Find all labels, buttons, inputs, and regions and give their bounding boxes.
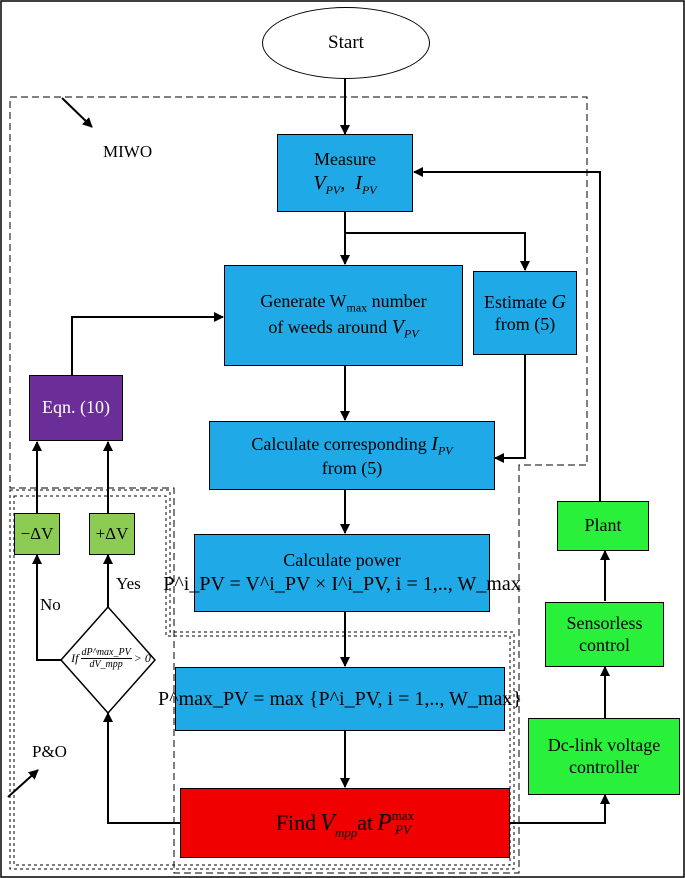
calc-current-line2: from (5) [321,457,383,478]
po-label: P&O [32,742,67,761]
vmpp-subscript: mpp [334,825,358,841]
max-power-formula: P^max_PV = max {P^i_PV, i = 1,.., W_max} [158,688,522,710]
arrow-find-dclink [510,794,610,824]
calc-current-line1: Calculate corresponding IPV [251,432,452,458]
no-label: No [40,595,61,614]
vpv-symbol: V [391,315,404,338]
yes-label: Yes [116,574,141,593]
generate-line2: of weeds around VPV [268,315,418,341]
vpv-symbol: V [313,171,326,194]
power-formula: P^i_PV = V^i_PV × I^i_PV, i = 1,.., W_ma… [163,572,521,595]
p-symbol: P [377,809,392,836]
po-region-inner [13,495,511,866]
ipv-subscript: PV [437,443,453,458]
calc-current-box: Calculate corresponding IPV from (5) [209,421,495,490]
po-region-outer [9,489,515,870]
arrow-plant-measure [413,167,601,501]
measure-title: Measure [314,149,376,169]
decision-condition: If dP^max_PV dV_mpp > 0 [66,638,156,678]
ipv-subscript: PV [361,182,377,197]
start-terminal: Start [262,7,430,79]
miwo-pointer-arrow [61,97,93,128]
ppv-scripts: max PV [391,807,415,838]
measure-box: Measure VPV, IPV [277,134,413,212]
decision-prefix: If [71,650,79,665]
estimate-text: Estimate [484,292,552,313]
find-text: Find [275,809,317,835]
plus-delta-v-box: +ΔV [89,513,135,555]
generate-text-c: of weeds around [268,316,392,337]
decision-fraction: dP^max_PV dV_mpp [80,646,132,670]
dclink-line2: controller [569,756,639,777]
ppv-superscript: max [391,807,415,823]
sensorless-control-box: Sensorless control [545,602,664,667]
vpv-subscript: PV [325,182,341,197]
decision-numerator: dP^max_PV [80,646,132,659]
sensorless-line2: control [579,634,630,655]
dclink-line1: Dc-link voltage [547,734,661,755]
ppv-subscript: PV [395,822,411,837]
arrow-find-decision [103,712,180,824]
estimate-line1: Estimate G [484,290,566,314]
arrow-measure-estimate [345,232,530,271]
minus-delta-v-box: −ΔV [14,513,60,555]
po-pointer-arrow [7,769,39,798]
ipv-symbol: I [355,171,362,194]
calc-power-title: Calculate power [283,550,401,571]
decision-suffix: > 0 [133,650,151,665]
arrow-estimate-calccurrent [494,355,526,463]
miwo-region [9,96,588,874]
measure-variables: VPV, IPV [313,171,377,197]
eqn-10-box: Eqn. (10) [29,375,123,441]
find-at-text: at [357,809,374,835]
max-power-box: P^max_PV = max {P^i_PV, i = 1,.., W_max} [158,667,522,731]
dclink-controller-box: Dc-link voltage controller [528,718,680,795]
g-symbol: G [551,291,566,314]
calc-current-text: Calculate corresponding [251,433,432,454]
arrow-decision-minusdv [32,554,64,661]
vpv-subscript: PV [404,326,419,341]
generate-text-a: Generate W [260,290,347,311]
calc-power-box: Calculate power P^i_PV = V^i_PV × I^i_PV… [163,534,521,612]
generate-text-b: number [367,290,427,311]
decision-denominator: dV_mpp [89,658,123,670]
estimate-g-box: Estimate G from (5) [473,271,577,355]
wmax-subscript: max [346,300,368,315]
generate-weeds-box: Generate Wmax number of weeds around VPV [224,265,463,366]
estimate-line2: from (5) [494,314,556,335]
ipv-symbol: I [431,432,438,455]
arrow-eqn-generate [71,312,224,375]
generate-line1: Generate Wmax number [260,291,426,315]
miwo-label: MIWO [103,142,153,161]
v-symbol: V [320,809,335,836]
sensorless-line1: Sensorless [566,612,643,633]
decision-diamond [59,605,157,715]
plant-box: Plant [557,501,649,551]
